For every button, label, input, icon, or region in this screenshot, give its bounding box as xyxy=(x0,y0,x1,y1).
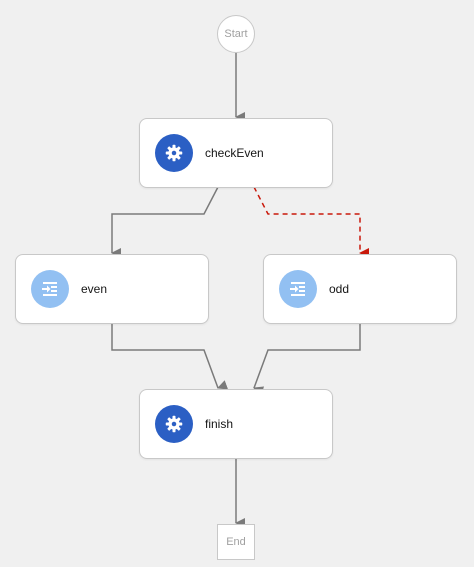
edge-odd-to-finish[interactable] xyxy=(253,323,361,396)
start-node[interactable]: Start xyxy=(217,15,255,53)
inject-icon xyxy=(31,270,69,308)
gear-icon xyxy=(155,405,193,443)
start-label: Start xyxy=(224,28,248,40)
end-label: End xyxy=(226,536,246,548)
state-label: checkEven xyxy=(205,146,264,160)
gear-icon xyxy=(155,134,193,172)
edge-checkeven-to-odd[interactable] xyxy=(253,186,369,258)
state-node-finish[interactable]: finish xyxy=(139,389,333,459)
edge-even-to-finish[interactable] xyxy=(111,323,229,390)
state-node-even[interactable]: even xyxy=(15,254,209,324)
end-node[interactable]: End xyxy=(217,524,255,560)
inject-icon xyxy=(279,270,317,308)
state-label: odd xyxy=(329,282,350,296)
edge-checkeven-to-even[interactable] xyxy=(111,186,219,258)
state-node-odd[interactable]: odd xyxy=(263,254,457,324)
state-label: even xyxy=(81,282,108,296)
state-node-checkeven[interactable]: checkEven xyxy=(139,118,333,188)
state-label: finish xyxy=(205,417,234,431)
